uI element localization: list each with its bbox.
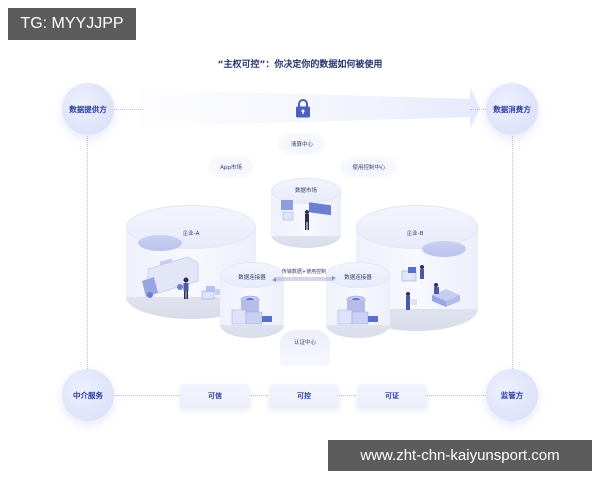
cylinder-top [326,262,390,288]
server-stack-icon [432,283,460,307]
hub-app-market[interactable]: App市场 [208,156,254,178]
role-label: 数据消费方 [493,104,531,114]
auth-center-label: 认证中心 [293,340,316,346]
diagram-title: “主权可控”：你决定你的数据如何被使用 [217,60,383,70]
top-right-dots [470,109,486,110]
cylinder-top [271,178,341,204]
enterprise-b-label: 企业-B [406,231,424,237]
printer-workstation-icon [401,265,424,282]
role-label: 中介服务 [73,390,103,400]
pillar-verifiable[interactable]: 可证 [357,384,427,408]
workstation-icon [201,286,220,300]
pillar-controllable[interactable]: 可控 [269,384,339,408]
bidirectional-arrow [272,276,336,282]
hub-usage-control-center[interactable]: 使用控制中心 [340,156,398,178]
top-left-dots [113,109,143,110]
connector-right-label: 数据连接器 [344,275,372,281]
enterprise-a-label: 企业-A [182,231,200,237]
connector-left[interactable]: 数据连接器 [220,262,284,340]
person-icon [183,277,189,299]
transfer-label: 传输数据+使用控制 [281,269,327,275]
connector-right[interactable]: 数据连接器 [326,262,390,340]
hub-clearing-center[interactable]: 清算中心 [278,133,326,155]
truck-icon [142,256,199,298]
screens-person-icon [281,200,331,230]
watermark-top: TG: MYYJJPP [8,8,136,40]
pillar-trusted[interactable]: 可信 [180,384,250,408]
watermark-bottom: www.zht-chn-kaiyunsport.com [328,440,592,471]
connector-left-label: 数据连接器 [238,275,266,281]
left-connector-line [87,136,88,371]
inner-disc [138,235,182,251]
role-data-provider[interactable]: 数据提供方 [62,83,114,135]
cylinder-top [220,262,284,288]
role-regulator[interactable]: 监管方 [486,369,538,421]
cylinder-top [356,205,478,249]
role-label: 监管方 [500,390,524,400]
lock-icon [296,99,310,118]
connector-server-icon [337,295,378,325]
inner-disc [422,241,466,257]
connector-server-icon [231,295,272,325]
role-label: 数据提供方 [69,104,107,114]
role-data-consumer[interactable]: 数据消费方 [486,83,538,135]
data-market[interactable]: 数据市场 [271,178,341,250]
data-market-label: 数据市场 [294,188,317,194]
role-intermediary[interactable]: 中介服务 [62,369,114,421]
auth-center[interactable]: 认证中心 [280,330,330,366]
person-icon [406,292,417,310]
right-connector-line [512,136,513,371]
